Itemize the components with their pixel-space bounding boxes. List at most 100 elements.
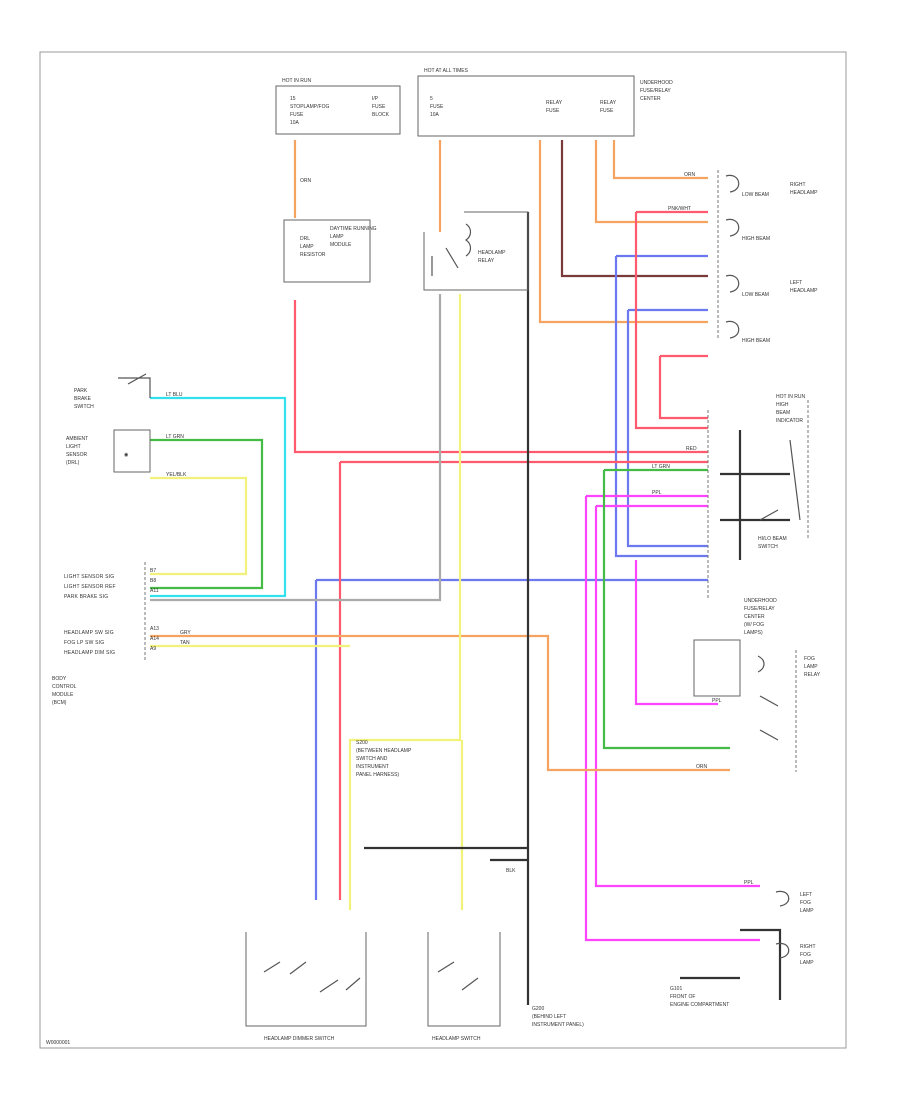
underhood-label-3: CENTER bbox=[640, 96, 661, 102]
ambient-label-3: SENSOR bbox=[66, 452, 88, 458]
rh-label-2: HEADLAMP bbox=[790, 190, 818, 196]
uh2-label-3: CENTER bbox=[744, 614, 765, 620]
wire-orange-fog-sig bbox=[150, 634, 730, 772]
dimmer-switch-contacts bbox=[263, 961, 361, 993]
wire-black-cluster bbox=[720, 430, 790, 560]
park-brake-label-1: PARK bbox=[74, 388, 88, 394]
label-gry: GRY bbox=[180, 630, 191, 636]
right-fog-label-2: FOG bbox=[800, 952, 811, 958]
wire-black-fog-gnd bbox=[680, 928, 782, 1000]
wire-orange-left-low bbox=[538, 140, 708, 324]
wire-magenta-fog-r bbox=[584, 494, 760, 942]
headlamp-switch-label: HEADLAMP SWITCH bbox=[432, 1036, 481, 1042]
bcm-pin-label-5: HEADLAMP DIM SIG bbox=[64, 650, 115, 656]
park-brake-switch-symbol bbox=[118, 373, 151, 398]
hot-at-all-times-box bbox=[417, 75, 635, 137]
bcm-label-3: MODULE bbox=[52, 692, 74, 698]
wire-yellow-headlamp bbox=[150, 294, 462, 910]
lh-label-2: HEADLAMP bbox=[790, 288, 818, 294]
headlamp-switch-contacts bbox=[437, 961, 479, 991]
uh2-label-1: UNDERHOOD bbox=[744, 598, 777, 604]
drl-label-2: LAMP bbox=[330, 234, 344, 240]
uh2-label-2: FUSE/RELAY bbox=[744, 606, 775, 612]
bcm-label-1: BODY bbox=[52, 676, 67, 682]
bcm-pin-num-0: B7 bbox=[150, 568, 156, 574]
hi-lo-switch-symbol bbox=[759, 509, 779, 521]
ground-label-1: G200 bbox=[532, 1006, 544, 1012]
bcm-pin-label-3: HEADLAMP SW SIG bbox=[64, 630, 114, 636]
label-orn-2: ORN bbox=[684, 172, 696, 178]
bcm-pin-num-1: B8 bbox=[150, 578, 156, 584]
relay-fuse-label-3: RELAY bbox=[600, 100, 617, 106]
fuse15-fuse: FUSE bbox=[290, 112, 304, 118]
fog-lamp-relay-area: UNDERHOOD FUSE/RELAY CENTER (W/ FOG LAMP… bbox=[693, 598, 821, 772]
ground-note: G200 (BEHIND LEFT INSTRUMENT PANEL) bbox=[532, 1006, 584, 1028]
fuse5-fuse: FUSE bbox=[430, 104, 444, 110]
drl-module-box bbox=[283, 219, 371, 283]
fuse5-amp: 10A bbox=[430, 112, 440, 118]
splice-label-4: INSTRUMENT bbox=[356, 764, 389, 770]
bcm-pin-num-2: A11 bbox=[150, 588, 159, 594]
bcm-pin-num-4: A14 bbox=[150, 636, 159, 642]
bcm-pin-label-0: LIGHT SENSOR SIG bbox=[64, 574, 114, 580]
wire-magenta-fog-l bbox=[594, 504, 760, 888]
drl-inner-2: LAMP bbox=[300, 244, 314, 250]
wire-red-lh-loop bbox=[658, 354, 708, 420]
fog-relay-label-2: LAMP bbox=[804, 664, 818, 670]
label-yel-blk: YEL/BLK bbox=[166, 472, 187, 478]
instrument-cluster: HOT IN RUN HIGH BEAM INDICATOR HI/LO BEA… bbox=[707, 394, 809, 598]
diagram-frame bbox=[39, 51, 847, 1049]
hi-lo-label-2: SWITCH bbox=[758, 544, 778, 550]
fog-note-1: FRONT OF bbox=[670, 994, 695, 1000]
wire-labels: ORN LT BLU LT GRN YEL/BLK ORN PNK/WHT RE… bbox=[166, 172, 754, 886]
bcm-pin-num-3: A13 bbox=[150, 626, 159, 632]
ip-label-1: I/P bbox=[372, 96, 379, 102]
fog-relay-coil bbox=[757, 655, 779, 741]
fuse15-num: 15 bbox=[290, 96, 296, 102]
cluster-inner-2: BEAM bbox=[776, 410, 790, 416]
wire-brown-left-high bbox=[560, 140, 708, 278]
fuse15-name: STOPLAMP/FOG bbox=[290, 104, 329, 110]
fog-ground-label: G101 bbox=[670, 986, 682, 992]
headlamp-switch: HEADLAMP SWITCH bbox=[427, 932, 501, 1042]
fog-lamp-filaments bbox=[775, 890, 790, 959]
bcm-label-4: (BCM) bbox=[52, 700, 67, 706]
ambient-label-4: (DRL) bbox=[66, 460, 80, 466]
label-lt-blu: LT BLU bbox=[166, 392, 183, 398]
figure-code: W0000001 bbox=[46, 1040, 70, 1046]
drl-label-3: MODULE bbox=[330, 242, 352, 248]
wire-green-fog bbox=[602, 468, 730, 750]
wire-blue-b bbox=[626, 308, 708, 548]
fog-relay-fuse-box bbox=[693, 639, 741, 697]
label-orn-1: ORN bbox=[300, 178, 312, 184]
fog-note-2: ENGINE COMPARTMENT bbox=[670, 1002, 729, 1008]
headlamps: LOW BEAM HIGH BEAM LOW BEAM HIGH BEAM RI… bbox=[717, 170, 818, 344]
underhood-label-2: FUSE/RELAY bbox=[640, 88, 671, 94]
wire-magenta-relay bbox=[634, 560, 718, 706]
headlamp-relay-coil bbox=[464, 223, 472, 257]
label-lt-grn-2: LT GRN bbox=[652, 464, 670, 470]
underhood-label-1: UNDERHOOD bbox=[640, 80, 673, 86]
bcm-pin-num-5: A9 bbox=[150, 646, 156, 652]
wire-orange-right-high bbox=[594, 140, 708, 224]
label-orn-3: ORN bbox=[696, 764, 708, 770]
wire-orange-right-low bbox=[612, 140, 708, 180]
uh2-label-4: (W/ FOG bbox=[744, 622, 764, 628]
wire-blue-a bbox=[614, 254, 708, 558]
wire-black-switch-gnd bbox=[364, 846, 528, 862]
bcm-pin-label-1: LIGHT SENSOR REF bbox=[64, 584, 116, 590]
drl-inner-3: RESISTOR bbox=[300, 252, 326, 258]
lh-label-1: LEFT bbox=[790, 280, 802, 286]
label-lt-grn: LT GRN bbox=[166, 434, 184, 440]
fog-relay-label-3: RELAY bbox=[804, 672, 821, 678]
label-blk: BLK bbox=[506, 868, 516, 874]
splice-label-1: S200 bbox=[356, 740, 368, 746]
rh-high-beam: HIGH BEAM bbox=[742, 236, 770, 242]
wires bbox=[150, 140, 790, 1005]
headlamp-switch-box bbox=[427, 932, 501, 1027]
splice-note: S200 (BETWEEN HEADLAMP SWITCH AND INSTRU… bbox=[356, 740, 412, 778]
drl-label-1: DAYTIME RUNNING bbox=[330, 226, 377, 232]
ambient-light-sensor: ◉ AMBIENT LIGHT SENSOR (DRL) bbox=[66, 429, 151, 473]
headlamp-dimmer-switch: HEADLAMP DIMMER SWITCH bbox=[245, 932, 367, 1042]
